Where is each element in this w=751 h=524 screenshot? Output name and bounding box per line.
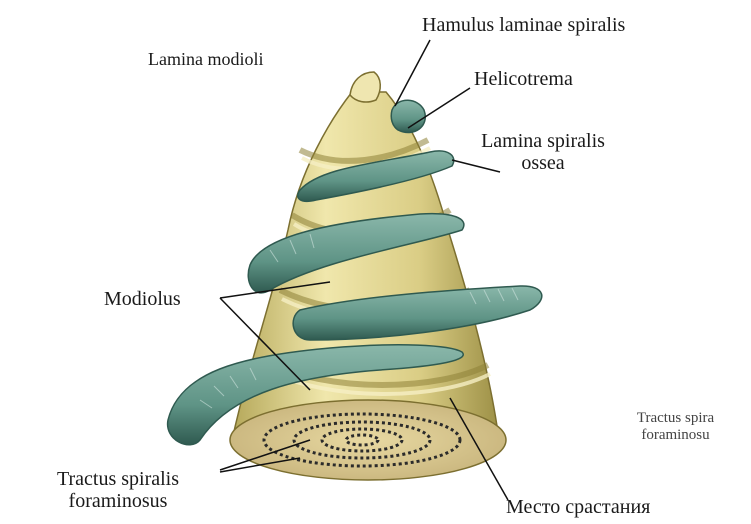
- label-tractus-right: Tractus spira foraminosu: [600, 410, 751, 444]
- label-tractus-line2: foraminosus: [8, 490, 228, 512]
- label-lamina-spiralis-line1: Lamina spiralis: [478, 130, 608, 152]
- label-helicotrema: Helicotrema: [474, 68, 573, 90]
- label-mesto-srastaniya: Место срастания: [506, 496, 650, 518]
- label-tractus-line1: Tractus spiralis: [8, 468, 228, 490]
- label-lamina-modioli: Lamina modioli: [148, 48, 263, 70]
- label-lamina-spiralis-line2: ossea: [478, 152, 608, 174]
- lamina-modioli-tip: [350, 72, 380, 102]
- label-modiolus: Modiolus: [104, 288, 181, 310]
- label-tractus-right-line1: Tractus spira: [600, 410, 751, 427]
- label-tractus-spiralis: Tractus spiralis foraminosus: [8, 468, 228, 512]
- modiolus-base: [230, 400, 506, 480]
- label-hamulus: Hamulus laminae spiralis: [422, 14, 625, 36]
- label-tractus-right-line2: foraminosu: [600, 427, 751, 444]
- label-lamina-spiralis-ossea: Lamina spiralis ossea: [478, 130, 608, 174]
